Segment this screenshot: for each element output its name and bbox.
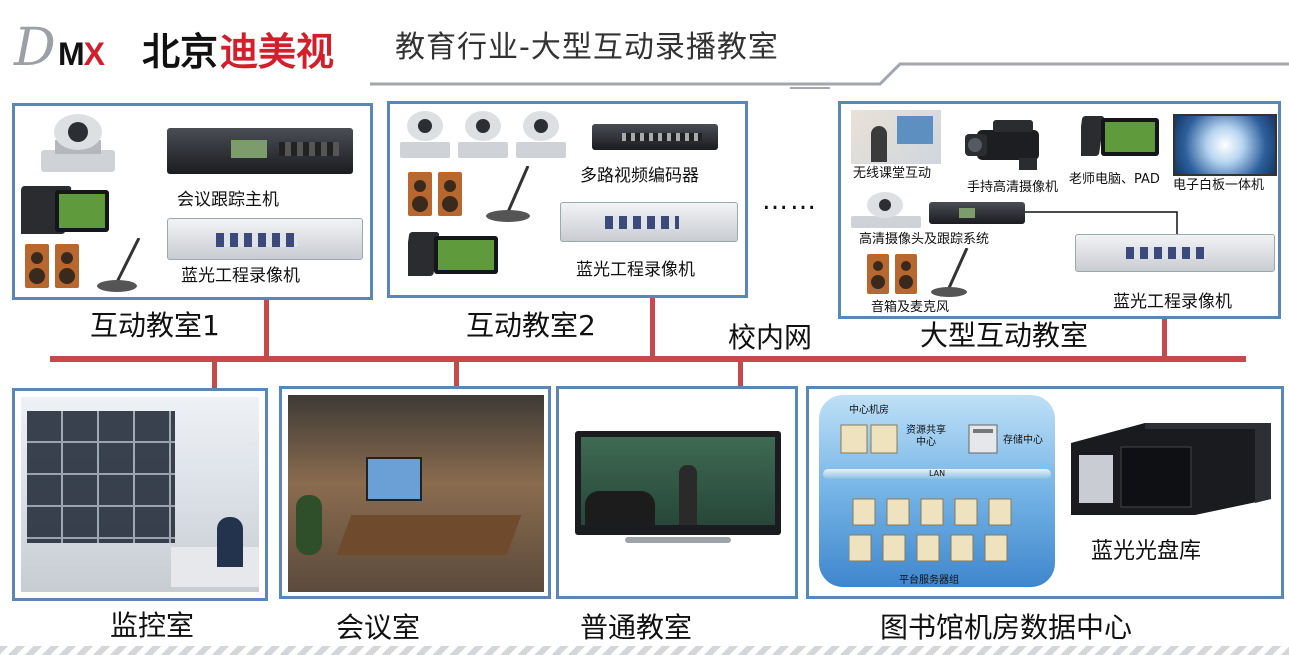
header-underline	[370, 62, 1289, 89]
logo-mx-letters: MX	[58, 34, 105, 74]
monitor-room-label: 监控室	[110, 609, 195, 642]
room2-label: 互动教室2	[466, 309, 596, 342]
room1-device-recorder: 蓝光工程录像机	[181, 266, 300, 286]
monitor-room-panel	[12, 388, 268, 601]
network-label: 校内网	[728, 321, 813, 354]
disc-library-label: 蓝光光盘库	[1091, 539, 1202, 564]
tablet-icon	[408, 232, 498, 276]
room1-device-host: 会议跟踪主机	[177, 190, 279, 210]
screen-stand	[625, 537, 731, 543]
lan-label: LAN	[929, 469, 946, 478]
logo-beijing: 北京	[142, 30, 219, 74]
speakers-mic-icon	[408, 166, 530, 222]
brand-logo: D MX 北京 迪美视	[14, 20, 364, 80]
link-room2	[650, 298, 655, 358]
disc-library-icon	[1071, 423, 1271, 515]
large-device-camcorder: 手持高清摄像机	[967, 180, 1059, 195]
wireless-class-photo	[851, 110, 941, 164]
whiteboard-screen	[1173, 114, 1277, 176]
classroom-panel	[556, 386, 798, 599]
bluray-recorder-device	[560, 202, 738, 242]
logo-dimeishi: 迪美视	[220, 30, 335, 74]
video-encoder-device	[592, 124, 718, 150]
ptz-cameras-icon	[400, 111, 566, 158]
bluray-recorder-device	[1075, 234, 1275, 272]
speakers-mic-icon	[25, 238, 141, 292]
large-room-label: 大型互动教室	[920, 319, 1089, 352]
meeting-room-panel	[279, 386, 551, 599]
ellipsis-dots: ……	[762, 186, 818, 216]
lan-bar: LAN	[823, 469, 1051, 479]
monitor-room-photo	[21, 397, 259, 592]
large-device-teacher-pc: 老师电脑、PAD	[1069, 172, 1160, 187]
handheld-camcorder-icon	[965, 120, 1039, 170]
room1-label: 互动教室1	[90, 309, 220, 342]
library-label: 图书馆机房数据中心	[880, 611, 1133, 644]
room2-device-recorder: 蓝光工程录像机	[576, 260, 695, 280]
meeting-room-label: 会议室	[336, 611, 421, 644]
storage-server-icon	[968, 424, 998, 454]
server-group-label: 平台服务器组	[899, 575, 959, 586]
bluray-recorder-device	[167, 218, 363, 260]
tracking-system-device	[929, 202, 1025, 224]
library-panel: 中心机房 资源共享中心 存储中心 LAN 平台服务器组 蓝光光盘库	[806, 386, 1284, 599]
data-center-diagram: 中心机房 资源共享中心 存储中心 LAN 平台服务器组	[819, 395, 1055, 587]
room2-device-encoder: 多路视频编码器	[580, 166, 699, 186]
meeting-room-photo	[288, 395, 544, 592]
tracking-host-device	[167, 128, 353, 174]
large-device-recorder: 蓝光工程录像机	[1113, 292, 1232, 312]
ptz-camera-icon	[41, 114, 115, 172]
classroom-label: 普通教室	[580, 611, 693, 644]
classroom-screen	[575, 431, 781, 535]
page-title: 教育行业-大型互动录播教室	[395, 30, 779, 65]
connector-line	[1025, 211, 1178, 234]
speakers-mic-icon	[867, 248, 969, 297]
server-pair-icon	[840, 424, 898, 454]
teacher-tablet-icon	[1081, 116, 1159, 156]
link-large	[1162, 318, 1167, 358]
large-device-speakers: 音箱及麦克风	[871, 300, 950, 315]
storage-center-label: 存储中心	[1003, 435, 1043, 446]
logo-m: M	[58, 36, 85, 72]
ptz-camera-icon	[851, 192, 921, 228]
resource-sharing-label: 资源共享中心	[906, 425, 946, 448]
large-device-camera-tracking: 高清摄像头及跟踪系统	[859, 232, 990, 247]
room2-panel: 多路视频编码器 蓝光工程录像机	[387, 101, 748, 298]
logo-x: X	[83, 36, 105, 72]
large-device-wireless: 无线课堂互动	[853, 166, 932, 181]
large-device-whiteboard: 电子白板一体机	[1173, 178, 1265, 193]
link-room1	[264, 300, 269, 358]
logo-d-letter: D	[14, 18, 56, 78]
bottom-stripe	[0, 646, 1289, 655]
network-backbone	[50, 356, 1246, 362]
link-meeting	[454, 358, 459, 412]
large-room-panel: 无线课堂互动 手持高清摄像机 老师电脑、PAD 电子白板一体机 高清摄像头及跟踪…	[838, 101, 1281, 319]
server-group-icon	[849, 498, 1012, 562]
center-title: 中心机房	[849, 405, 889, 416]
tablet-icon	[21, 186, 109, 234]
room1-panel: 会议跟踪主机 蓝光工程录像机	[12, 103, 373, 300]
